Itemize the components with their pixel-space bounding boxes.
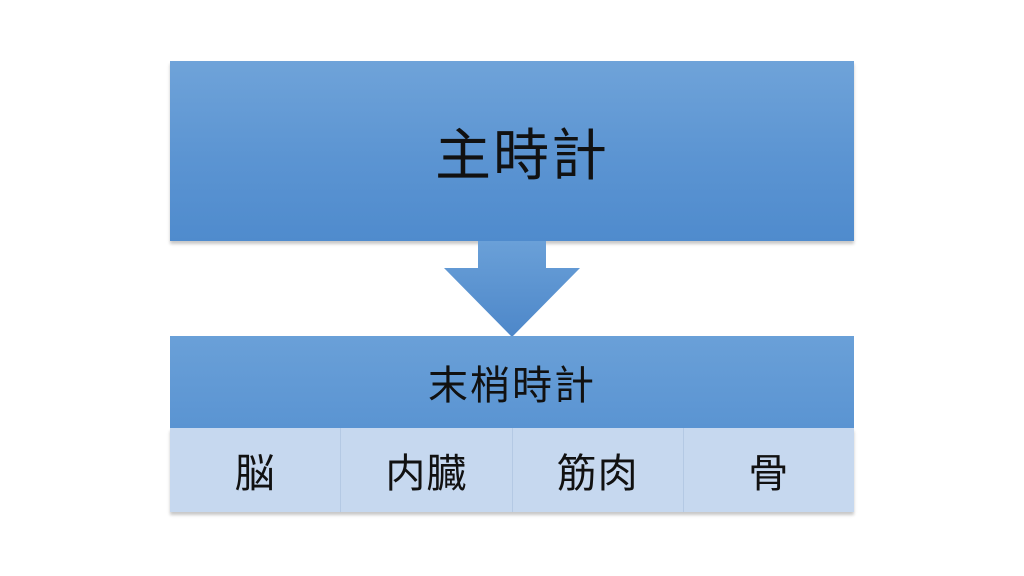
organ-cell-bone: 骨 bbox=[684, 428, 854, 512]
organ-label-bone: 骨 bbox=[748, 451, 790, 497]
organ-cell-muscle: 筋肉 bbox=[513, 428, 684, 512]
organ-cell-brain: 脳 bbox=[170, 428, 342, 512]
peripheral-clock-header: 末梢時計 bbox=[170, 336, 854, 428]
master-clock-label: 主時計 bbox=[435, 123, 609, 189]
organ-row: 脳 内臓 筋肉 骨 bbox=[170, 428, 854, 512]
down-arrow bbox=[444, 241, 580, 337]
organ-label-viscera: 内臓 bbox=[385, 451, 468, 497]
organ-cell-viscera: 内臓 bbox=[341, 428, 513, 512]
master-clock-box: 主時計 bbox=[170, 61, 854, 241]
organ-label-muscle: 筋肉 bbox=[556, 451, 639, 497]
peripheral-clock-label: 末梢時計 bbox=[428, 363, 596, 409]
organ-label-brain: 脳 bbox=[234, 451, 276, 497]
